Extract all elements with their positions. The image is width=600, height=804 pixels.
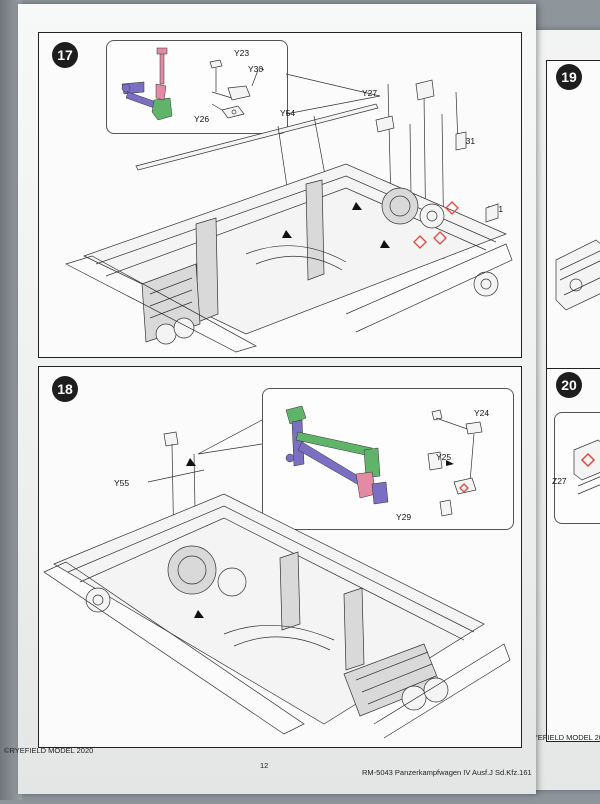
step-18-highlight-linkage xyxy=(285,405,389,505)
step-17-hull-assembly xyxy=(65,79,513,353)
part-label-y23: Y23 xyxy=(234,48,250,58)
step-17-callout-parts xyxy=(209,59,265,119)
part-label-y30: Y30 xyxy=(248,64,264,74)
step-18-callout-pointer xyxy=(197,419,263,455)
step-19-diagram xyxy=(555,239,600,311)
footer-model-title: RM-5043 Panzerkampfwagen IV Ausf.J Sd.Kf… xyxy=(362,768,532,777)
part-label-y25: Y25 xyxy=(436,452,452,462)
step-17-highlight-mechanism xyxy=(121,47,173,121)
footer-copyright: ©RYEFIELD MODEL 2020 xyxy=(4,746,94,755)
instruction-page: 17 Y23 Y30 Y26 Y27 Y54 Y31 Y61 xyxy=(4,4,536,794)
part-label-y26: Y26 xyxy=(194,114,210,124)
page-gutter-shadow xyxy=(0,0,22,800)
step-18-badge: 18 xyxy=(52,376,78,402)
footer-page-number: 12 xyxy=(260,761,269,770)
step-20-detail xyxy=(573,439,600,495)
step-17-callout-pointer xyxy=(285,73,381,115)
part-label-y54: Y54 xyxy=(280,108,296,118)
step-20-badge: 20 xyxy=(556,372,582,398)
step-18-hull-assembly xyxy=(43,431,511,739)
part-label-y24: Y24 xyxy=(474,408,490,418)
part-label-y31: Y31 xyxy=(460,136,476,146)
step-19-badge: 19 xyxy=(556,64,582,90)
part-label-y55: Y55 xyxy=(114,478,130,488)
next-page-copyright: ©RYEFIELD MODEL 2020 xyxy=(522,733,600,742)
step-18-callout-parts xyxy=(427,409,483,517)
part-label-y29: Y29 xyxy=(396,512,412,522)
next-page: 19 20 Z27 ©RYEFIELD MODEL 2020 xyxy=(522,30,600,790)
part-label-y27: Y27 xyxy=(362,88,378,98)
step-17-badge: 17 xyxy=(52,42,78,68)
part-label-z27: Z27 xyxy=(552,476,567,486)
